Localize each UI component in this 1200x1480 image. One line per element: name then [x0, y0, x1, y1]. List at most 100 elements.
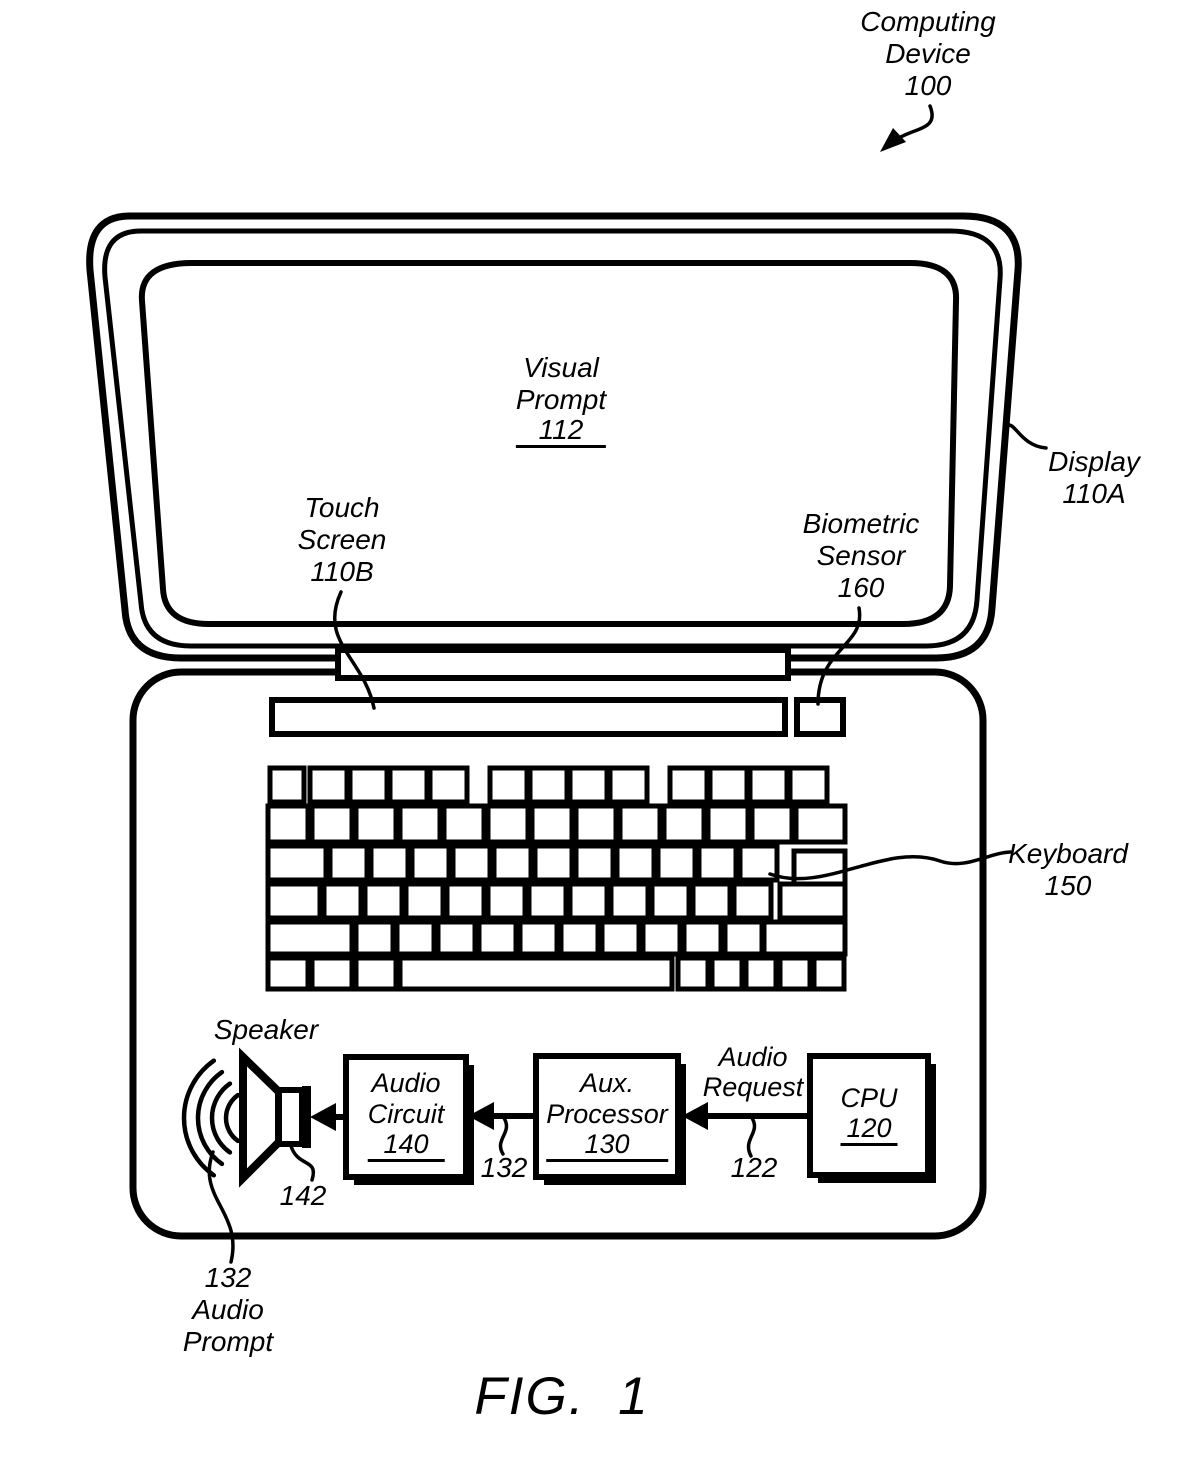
- keyboard-key: [485, 803, 531, 845]
- keyboard-key: [655, 843, 698, 883]
- keyboard-key: [394, 919, 437, 957]
- keyboard-key: [265, 803, 311, 845]
- keyboard-key: [527, 765, 570, 805]
- keyboard-key: [777, 955, 813, 992]
- leader-ref-142: [289, 1144, 316, 1182]
- keyboard-key: [617, 803, 663, 845]
- speaker-driver: [276, 1087, 305, 1147]
- leader-touch-screen: [333, 590, 376, 710]
- keyboard-key: [321, 881, 364, 921]
- keyboard-line1: Keyboard: [1008, 838, 1128, 869]
- keyboard-key: [599, 919, 642, 957]
- keyboard-key: [747, 765, 790, 805]
- keyboard-key: [567, 881, 610, 921]
- keyboard-keys: [265, 765, 848, 992]
- keyboard-key: [761, 919, 848, 957]
- keyboard-key: [709, 955, 745, 992]
- sound-waves-icon: [181, 1058, 241, 1178]
- arrow-aux-to-audio-circuit-head: [468, 1102, 494, 1130]
- keyboard-key: [573, 843, 616, 883]
- keyboard-key: [749, 803, 795, 845]
- computing-device-ref: 100: [904, 70, 952, 101]
- keyboard-key: [731, 881, 774, 921]
- visual-prompt-line1: Visual: [523, 352, 599, 383]
- leader-audio-prompt: [207, 1150, 235, 1264]
- keyboard-key: [487, 765, 530, 805]
- keyboard-key: [353, 803, 399, 845]
- audio-circuit-ref: 140: [367, 1130, 445, 1162]
- keyboard-key: [265, 881, 323, 921]
- figure-caption: FIG. 1: [474, 1367, 650, 1426]
- audio-request-line1: Audio: [718, 1042, 788, 1072]
- keyboard-key: [667, 765, 710, 805]
- aux-processor-box-label: Aux. Processor 130: [546, 1068, 668, 1162]
- aux-processor-line1: Aux.: [579, 1068, 635, 1098]
- cpu-box-label: CPU 120: [840, 1083, 898, 1146]
- biometric-sensor-ref: 160: [837, 572, 885, 603]
- keyboard-key: [614, 843, 657, 883]
- biometric-sensor-line1: Biometric: [802, 508, 920, 539]
- keyboard-key: [403, 881, 446, 921]
- display-ref: 110A: [1062, 478, 1126, 509]
- display-line1: Display: [1048, 446, 1140, 477]
- keyboard-key: [427, 765, 470, 805]
- visual-prompt-label: Visual Prompt 112: [515, 352, 607, 448]
- ref-142-label: 142: [279, 1180, 327, 1211]
- computing-device-arrowhead: [880, 128, 906, 152]
- display-screen-bezel: [138, 260, 960, 627]
- cpu-line1: CPU: [840, 1083, 898, 1113]
- biometric-sensor-line2: Sensor: [816, 540, 906, 571]
- audio-request-label: Audio Request: [703, 1042, 804, 1102]
- keyboard-key: [450, 843, 493, 883]
- keyboard-key: [661, 803, 707, 845]
- aux-processor-line2: Processor: [546, 1099, 668, 1129]
- aux-processor-box: [533, 1053, 681, 1180]
- keyboard-key: [265, 955, 311, 992]
- touch-screen-label: Touch Screen 110B: [298, 492, 387, 588]
- keyboard-key: [532, 843, 575, 883]
- keyboard-key: [444, 881, 487, 921]
- touch-screen-ref: 110B: [310, 556, 374, 587]
- speaker-driver-shadow: [302, 1086, 311, 1148]
- biometric-sensor-square: [794, 697, 846, 737]
- aux-processor-ref: 130: [546, 1130, 668, 1162]
- touch-screen-line2: Screen: [297, 524, 387, 555]
- keyboard-key: [353, 919, 396, 957]
- keyboard-key: [777, 881, 848, 921]
- audio-request-line2: Request: [702, 1072, 804, 1102]
- leader-ref-122: [746, 1116, 757, 1158]
- keyboard-key: [397, 955, 675, 992]
- keyboard-key: [265, 919, 355, 957]
- keyboard-key: [435, 919, 478, 957]
- keyboard-key: [491, 843, 534, 883]
- keyboard-key: [309, 803, 355, 845]
- keyboard-key: [793, 803, 848, 845]
- keyboard-key: [722, 919, 765, 957]
- keyboard-label: Keyboard 150: [1008, 838, 1128, 902]
- arrow-cpu-to-aux-head: [682, 1102, 708, 1130]
- keyboard-key: [787, 765, 830, 805]
- keyboard-key: [558, 919, 601, 957]
- display-label: Display 110A: [1048, 446, 1140, 510]
- audio-prompt-label: 132 Audio Prompt: [183, 1262, 273, 1358]
- keyboard-key: [368, 843, 411, 883]
- keyboard-key: [485, 881, 528, 921]
- audio-circuit-line1: Audio: [371, 1068, 441, 1098]
- keyboard-key: [517, 919, 560, 957]
- touch-screen-line1: Touch: [304, 492, 380, 523]
- keyboard-key: [608, 881, 651, 921]
- keyboard-key: [573, 803, 619, 845]
- keyboard-key: [640, 919, 683, 957]
- keyboard-key: [353, 955, 399, 992]
- keyboard-key: [409, 843, 452, 883]
- keyboard-key: [690, 881, 733, 921]
- keyboard-key: [743, 955, 779, 992]
- audio-circuit-box-label: Audio Circuit 140: [367, 1068, 445, 1162]
- cpu-ref: 120: [840, 1114, 898, 1146]
- keyboard-key: [696, 843, 739, 883]
- visual-prompt-line2: Prompt: [515, 384, 607, 415]
- leader-keyboard: [768, 850, 1012, 881]
- computing-device-label: Computing Device 100: [860, 6, 995, 102]
- leader-biometric-sensor: [816, 606, 862, 706]
